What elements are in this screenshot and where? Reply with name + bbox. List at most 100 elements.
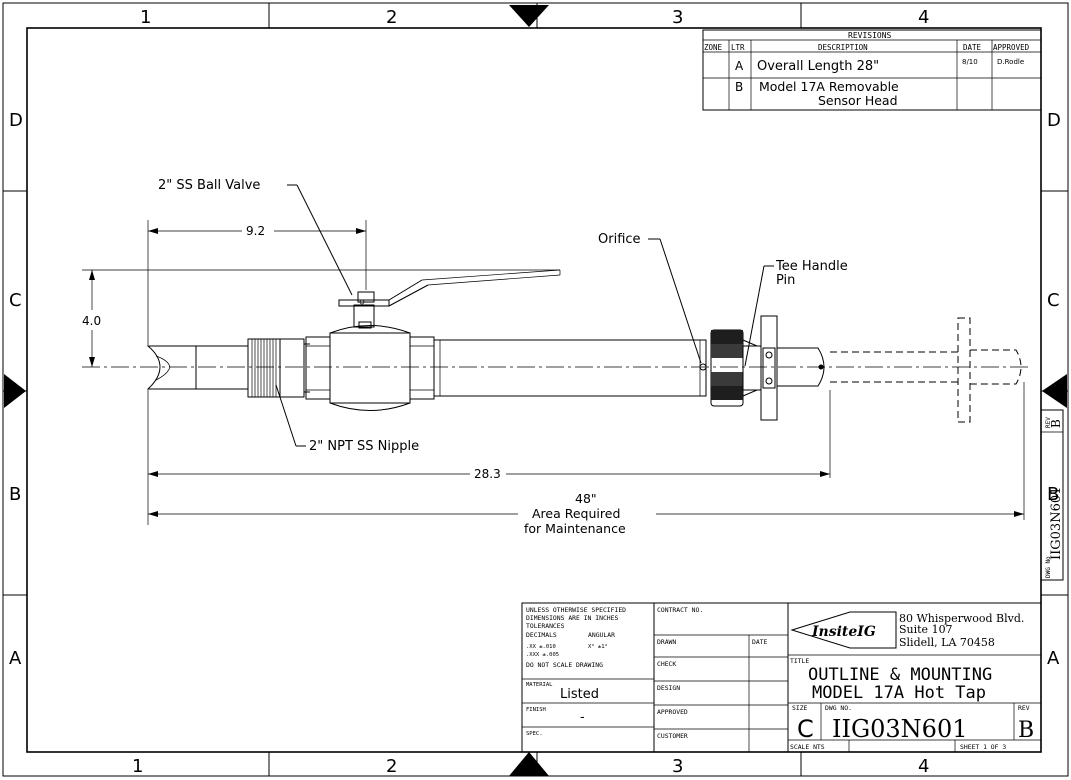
revisions-table: REVISIONS ZONE LTR DESCRIPTION DATE APPR… (702, 29, 1042, 111)
material-label: MATERIAL (526, 682, 553, 688)
callout-ball-valve: 2" SS Ball Valve (158, 178, 260, 193)
company-logo-text: InsiteIG (811, 624, 876, 640)
revisions-heading: REVISIONS (848, 31, 892, 40)
rev-b-description-line1: Model 17A Removable (759, 79, 899, 94)
zone-top-1: 1 (140, 7, 151, 28)
row-right-c: C (1047, 290, 1060, 311)
rev-col-date: DATE (963, 43, 982, 52)
rev-value: B (1018, 718, 1034, 743)
dwg-no-label: DWG NO. (825, 704, 852, 712)
center-mark-bottom (509, 752, 549, 776)
rev-col-ltr: LTR (731, 43, 745, 52)
rev-b-description-line2: Sensor Head (818, 93, 898, 108)
side-dwg-label: REV B DWG No IIG03N601 (1040, 409, 1064, 581)
notes-decimals: DECIMALS (526, 631, 557, 639)
callout-orifice: Orifice (598, 232, 641, 247)
address-line1: 80 Whisperwood Blvd. (899, 612, 1024, 625)
zone-bottom-1: 1 (132, 756, 143, 777)
ball-valve (305, 279, 435, 411)
customer-label: CUSTOMER (657, 732, 688, 740)
finish-value: - (580, 710, 585, 725)
side-rev-label: REV (1045, 417, 1052, 428)
rev-a-letter: A (735, 59, 744, 73)
dwg-no-value: IIG03N601 (832, 715, 967, 743)
center-mark-right (1042, 374, 1067, 408)
rev-a-approved: D.Rodle (997, 58, 1024, 66)
title-line1: OUTLINE & MOUNTING (808, 665, 992, 685)
company-logo: InsiteIG (790, 611, 897, 649)
material-value: Listed (560, 687, 599, 702)
npt-nipple (247, 338, 310, 398)
dim-maintenance-line2: Area Required (532, 506, 620, 521)
zone-labels: 1 2 3 4 1 2 3 4 D C B A D C B A (9, 7, 1061, 777)
title-line2: MODEL 17A Hot Tap (812, 683, 986, 703)
size-label: SIZE (792, 704, 808, 712)
row-left-d: D (9, 110, 23, 131)
assembly-drawing (82, 269, 1028, 423)
zone-bottom-2: 2 (386, 756, 397, 777)
sensor-tube (433, 339, 707, 397)
approved-label: APPROVED (657, 708, 688, 716)
notes-line1: UNLESS OTHERWISE SPECIFIED (526, 606, 626, 614)
notes-no-scale: DO NOT SCALE DRAWING (526, 661, 603, 669)
address-line3: Slidell, LA 70458 (899, 636, 995, 649)
title-block: UNLESS OTHERWISE SPECIFIED DIMENSIONS AR… (521, 602, 1042, 753)
tee-handle (760, 315, 825, 421)
design-label: DESIGN (657, 684, 680, 692)
zone-bottom-3: 3 (672, 756, 683, 777)
rev-col-approved: APPROVED (993, 43, 1030, 52)
removed-head-outline (830, 317, 1022, 423)
row-left-c: C (9, 290, 22, 311)
row-right-a: A (1047, 648, 1060, 669)
rev-label: REV (1018, 704, 1030, 712)
side-rev-value: B (1049, 419, 1063, 428)
dim-height: 4.0 (82, 314, 101, 328)
address-line2: Suite 107 (899, 623, 953, 636)
notes-line3: TOLERANCES (526, 622, 565, 630)
contract-label: CONTRACT NO. (657, 606, 703, 614)
notes-xx: .XX ±.010 (526, 644, 556, 650)
finish-label: FINISH (526, 707, 546, 713)
row-right-b: B (1047, 484, 1059, 505)
compression-fitting (710, 329, 762, 407)
side-dwg-no-label: DWG No (1045, 556, 1052, 578)
notes-line2: DIMENSIONS ARE IN INCHES (526, 614, 618, 622)
callout-tee-handle-line2: Pin (776, 273, 795, 288)
callout-tee-handle-line1: Tee Handle (775, 259, 848, 274)
notes-angular: ANGULAR (588, 631, 615, 639)
rev-col-zone: ZONE (704, 43, 723, 52)
rev-a-date: 8/10 (962, 58, 978, 66)
dim-maintenance-line3: for Maintenance (524, 521, 626, 536)
sheet-label: SHEET 1 OF 3 (960, 743, 1006, 751)
callouts: 2" SS Ball Valve Orifice Tee Handle Pin … (158, 178, 848, 454)
row-right-d: D (1047, 110, 1061, 131)
spec-label: SPEC. (526, 731, 543, 737)
scale-label: SCALE NTS (790, 743, 825, 751)
rev-a-description: Overall Length 28" (757, 59, 879, 74)
side-dwg-no-value: IIG03N601 (1049, 487, 1064, 560)
date-label: DATE (752, 638, 768, 646)
row-left-b: B (9, 484, 21, 505)
sensor-tip (146, 345, 197, 390)
zone-bottom-4: 4 (918, 756, 929, 777)
dim-valve-offset: 9.2 (246, 224, 265, 238)
notes-angle: X° ±1° (588, 644, 608, 650)
rev-b-letter: B (735, 80, 743, 94)
size-value: C (797, 715, 814, 743)
row-left-a: A (9, 648, 22, 669)
dim-maintenance-line1: 48" (575, 491, 597, 506)
rev-col-description: DESCRIPTION (818, 43, 868, 52)
notes-xxx: .XXX ±.005 (526, 652, 559, 658)
dimensions: 9.2 4.0 28.3 48" Area Required for Maint… (82, 220, 1025, 536)
drawn-label: DRAWN (657, 638, 676, 646)
zone-top-2: 2 (386, 7, 397, 28)
callout-npt-nipple: 2" NPT SS Nipple (309, 439, 419, 454)
orifice-hole (699, 363, 707, 371)
title-label: TITLE (790, 657, 809, 665)
center-mark-top (509, 5, 549, 27)
center-mark-left (4, 374, 26, 408)
check-label: CHECK (657, 660, 676, 668)
dim-overall: 28.3 (474, 467, 501, 481)
zone-top-3: 3 (672, 7, 683, 28)
